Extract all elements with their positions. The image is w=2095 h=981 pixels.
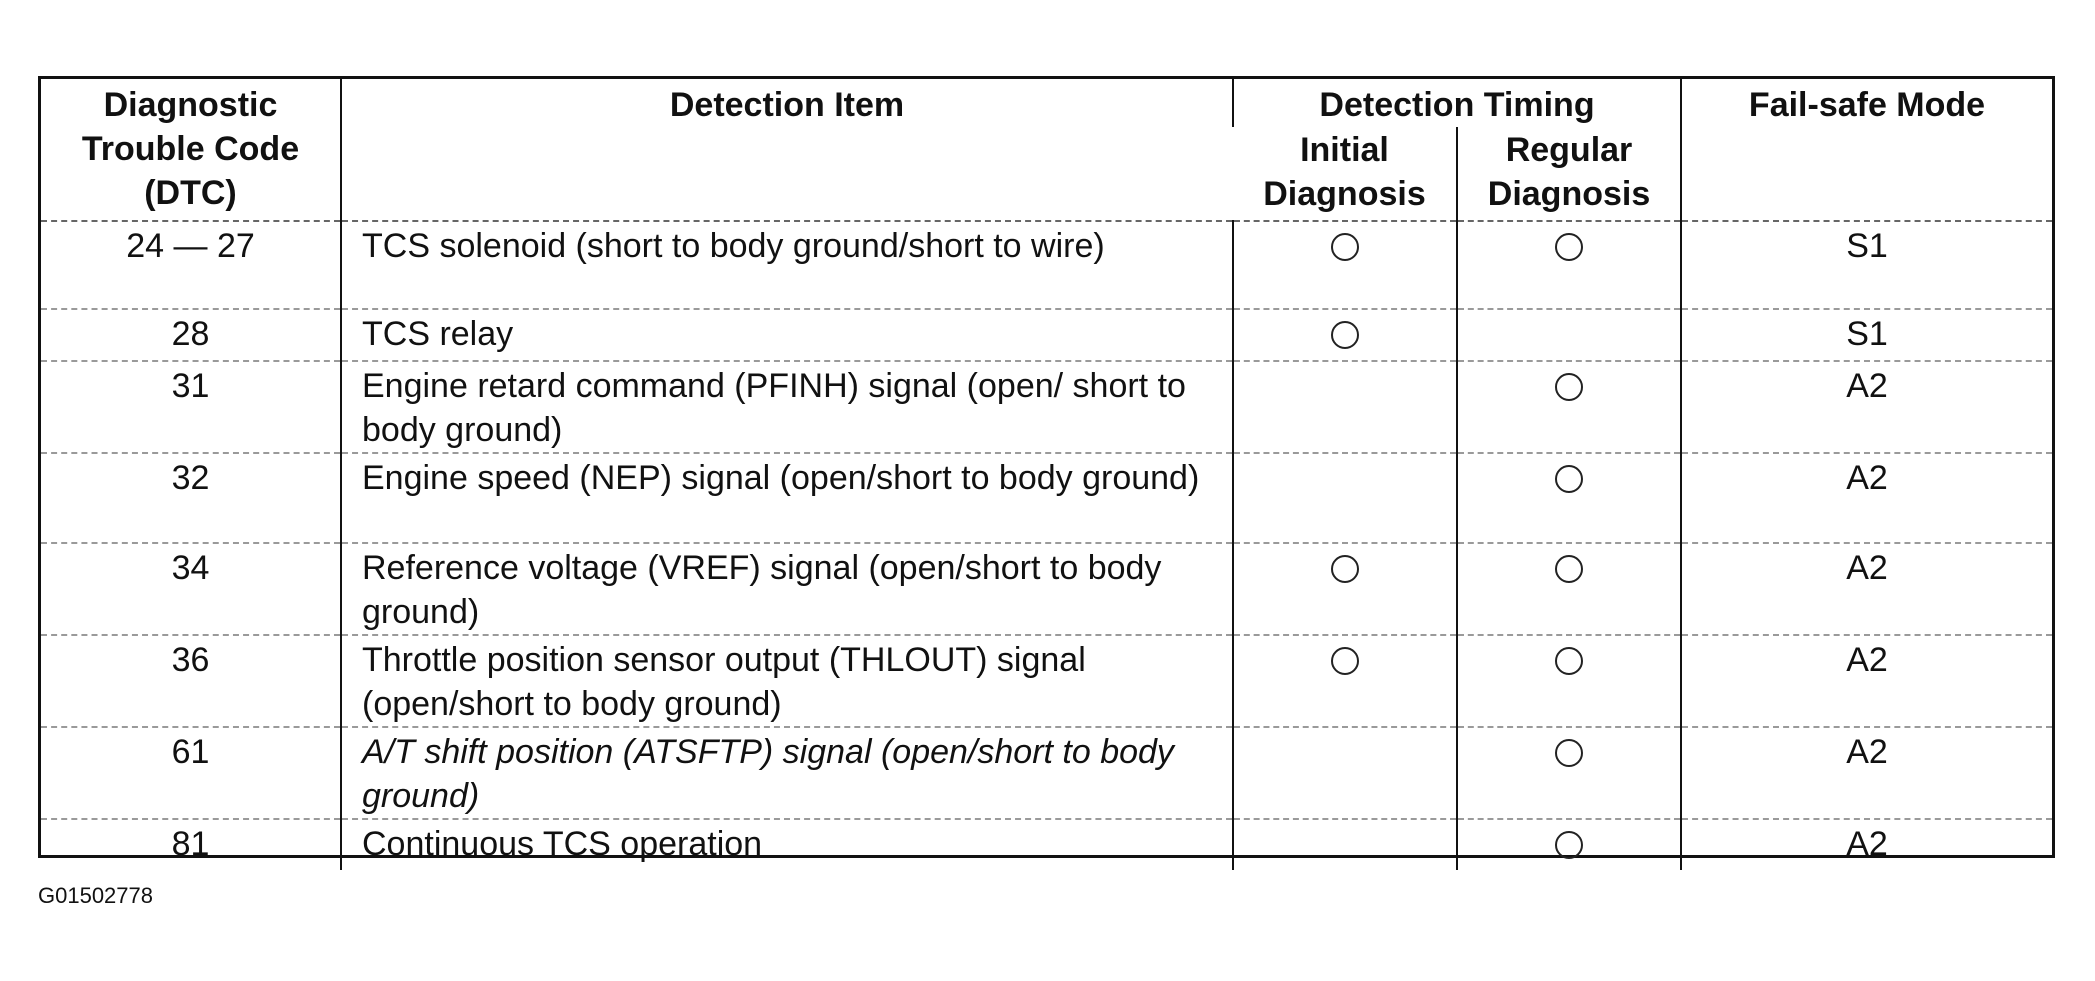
detection-item: TCS solenoid (short to body ground/short… <box>340 220 1233 309</box>
fail-safe-mode: A2 <box>1680 634 2053 727</box>
initial-diagnosis-cell <box>1232 308 1457 361</box>
dtc-table: Diagnostic Trouble Code (DTC) Detection … <box>38 76 2055 870</box>
regular-diagnosis-cell <box>1455 542 1682 635</box>
regular-diagnosis-cell <box>1455 360 1682 453</box>
dtc-table-grid: Diagnostic Trouble Code (DTC) Detection … <box>41 79 2053 870</box>
detection-item: Engine retard command (PFINH) signal (op… <box>340 360 1233 453</box>
circle-mark-icon <box>1331 233 1359 261</box>
dtc-code: 32 <box>41 452 341 543</box>
fail-safe-mode: A2 <box>1680 726 2053 819</box>
initial-diagnosis-cell <box>1232 818 1457 870</box>
header-regular-line2: Diagnosis <box>1487 175 1651 213</box>
fail-safe-mode: A2 <box>1680 360 2053 453</box>
initial-diagnosis-cell <box>1232 452 1457 543</box>
initial-diagnosis-cell <box>1232 542 1457 635</box>
header-initial-diagnosis: Initial Diagnosis <box>1233 127 1457 221</box>
circle-mark-icon <box>1555 647 1583 675</box>
regular-diagnosis-cell <box>1455 634 1682 727</box>
detection-item: TCS relay <box>340 308 1233 361</box>
dtc-code: 61 <box>41 726 341 819</box>
header-detection-item: Detection Item <box>340 79 1233 221</box>
fail-safe-mode: A2 <box>1680 542 2053 635</box>
fail-safe-mode: S1 <box>1680 220 2053 309</box>
figure-id: G01502778 <box>38 883 153 908</box>
dtc-code: 28 <box>41 308 341 361</box>
detection-item: Throttle position sensor output (THLOUT)… <box>340 634 1233 727</box>
dtc-code: 81 <box>41 818 341 870</box>
circle-mark-icon <box>1555 373 1583 401</box>
dtc-code: 36 <box>41 634 341 727</box>
header-regular-line1: Regular <box>1505 131 1633 169</box>
dtc-code: 31 <box>41 360 341 453</box>
header-fail-safe-mode: Fail-safe Mode <box>1680 79 2053 221</box>
regular-diagnosis-cell <box>1455 726 1682 819</box>
fail-safe-mode: A2 <box>1680 452 2053 543</box>
header-dtc-line3: (DTC) <box>144 174 237 212</box>
dtc-code: 34 <box>41 542 341 635</box>
header-initial-line1: Initial <box>1300 131 1389 169</box>
header-dtc-line1: Diagnostic <box>103 86 278 124</box>
header-regular-diagnosis: Regular Diagnosis <box>1455 127 1682 221</box>
regular-diagnosis-cell <box>1455 220 1682 309</box>
regular-diagnosis-cell <box>1455 818 1682 870</box>
regular-diagnosis-cell <box>1455 308 1682 361</box>
circle-mark-icon <box>1331 647 1359 675</box>
circle-mark-icon <box>1555 233 1583 261</box>
header-detection-timing: Detection Timing <box>1231 79 1682 127</box>
circle-mark-icon <box>1331 321 1359 349</box>
fail-safe-mode: A2 <box>1680 818 2053 870</box>
header-dtc-line2: Trouble Code <box>81 130 300 168</box>
detection-item: Engine speed (NEP) signal (open/short to… <box>340 452 1233 543</box>
circle-mark-icon <box>1555 465 1583 493</box>
circle-mark-icon <box>1555 739 1583 767</box>
header-dtc: Diagnostic Trouble Code (DTC) <box>41 79 341 221</box>
header-initial-line2: Diagnosis <box>1263 175 1426 213</box>
detection-item: Reference voltage (VREF) signal (open/sh… <box>340 542 1233 635</box>
initial-diagnosis-cell <box>1232 220 1457 309</box>
circle-mark-icon <box>1555 831 1583 859</box>
circle-mark-icon <box>1555 555 1583 583</box>
initial-diagnosis-cell <box>1232 360 1457 453</box>
detection-item: Continuous TCS operation <box>340 818 1233 870</box>
dtc-code: 24 — 27 <box>41 220 341 309</box>
initial-diagnosis-cell <box>1232 726 1457 819</box>
initial-diagnosis-cell <box>1232 634 1457 727</box>
fail-safe-mode: S1 <box>1680 308 2053 361</box>
circle-mark-icon <box>1331 555 1359 583</box>
detection-item: A/T shift position (ATSFTP) signal (open… <box>340 726 1233 819</box>
regular-diagnosis-cell <box>1455 452 1682 543</box>
